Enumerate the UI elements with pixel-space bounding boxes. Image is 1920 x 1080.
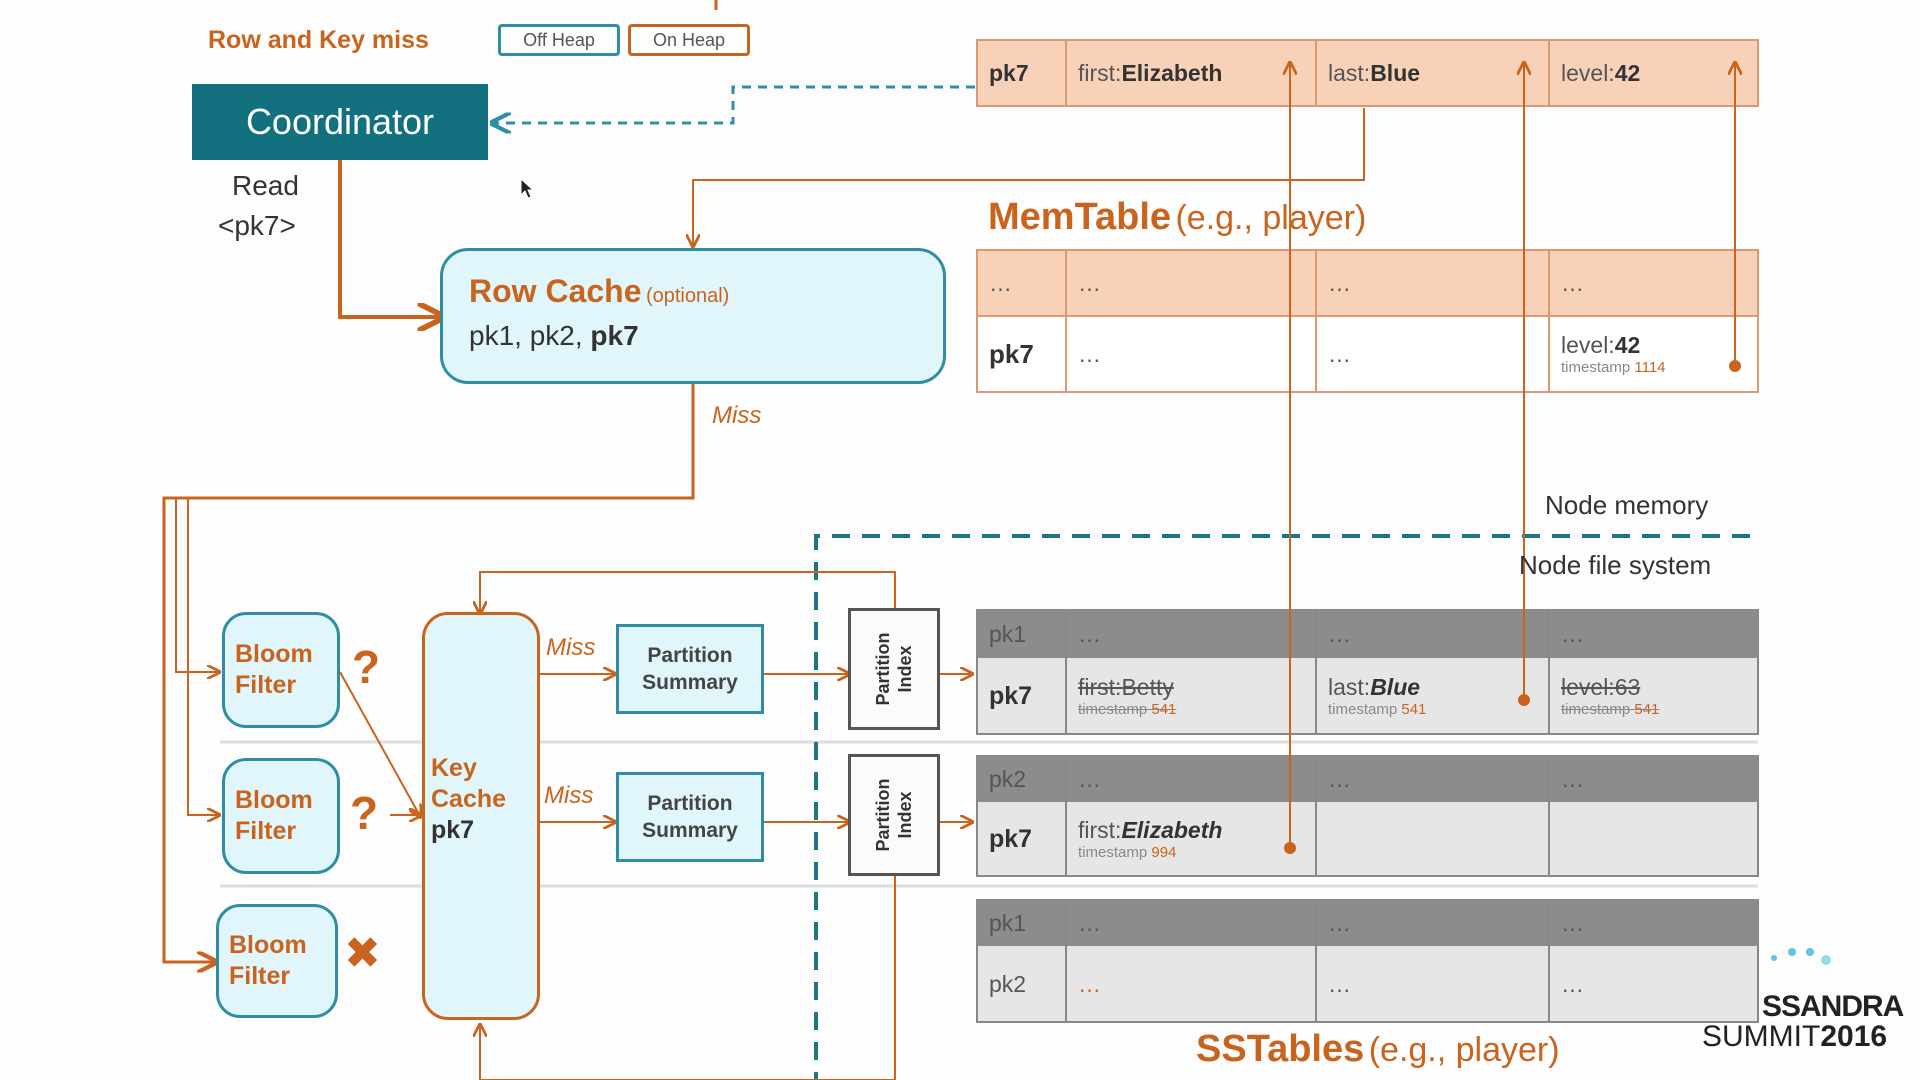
memtable-title: MemTable (e.g., player) xyxy=(988,196,1367,238)
memtable-cell: … xyxy=(1078,269,1101,296)
sstable-1-cell: … xyxy=(1561,620,1584,647)
brand-summit: SUMMIT2016 xyxy=(1702,1020,1888,1053)
row-cache-miss-label: Miss xyxy=(712,402,762,429)
result-to-coordinator-arrow xyxy=(494,85,975,123)
memtable-level-cell: level:42 timestamp 1114 xyxy=(1561,332,1666,376)
memtable-cell: … xyxy=(1078,340,1101,367)
row-cache-optional: (optional) xyxy=(645,285,730,307)
sstable-3-cell: … xyxy=(1078,909,1101,936)
sstable-2-pk7: pk7 xyxy=(989,824,1033,853)
result-first: first:Elizabeth xyxy=(1078,60,1223,86)
off-heap-legend: Off Heap xyxy=(498,24,620,56)
sstable-3-cell: … xyxy=(1328,909,1351,936)
row-cache-keys: pk1, pk2, xyxy=(469,320,583,351)
slide-title: Row and Key miss xyxy=(208,26,429,54)
result-pk: pk7 xyxy=(989,59,1029,86)
result-level: level:42 xyxy=(1561,60,1641,86)
key-cache-miss-label-2: Miss xyxy=(544,782,594,809)
read-label: Read xyxy=(232,170,299,201)
sstable-1-first: first:Betty timestamp 541 xyxy=(1078,674,1177,718)
read-key-label: <pk7> xyxy=(218,210,296,241)
memtable-cell: … xyxy=(1328,269,1351,296)
result-last: last:Blue xyxy=(1328,60,1421,86)
result-row-frame xyxy=(976,39,1759,107)
row-cache-key-hit: pk7 xyxy=(590,320,639,351)
sstable-1-cell: … xyxy=(1328,620,1351,647)
brand-name: SSANDRA xyxy=(1762,990,1904,1023)
node-memory-label: Node memory xyxy=(1545,490,1709,520)
sstable-1-cell: pk1 xyxy=(989,620,1027,647)
memtable-pk7: pk7 xyxy=(989,338,1034,369)
sstable-1-last: last:Blue timestamp 541 xyxy=(1328,674,1427,718)
sstable-3-cell: pk2 xyxy=(989,970,1027,997)
coordinator-box: Coordinator xyxy=(192,84,488,160)
memtable-cell: … xyxy=(1328,340,1351,367)
sstable-3-cell: pk1 xyxy=(989,909,1027,936)
key-cache-box: Key Cache pk7 xyxy=(422,612,540,1020)
key-cache-miss-label-1: Miss xyxy=(546,634,596,661)
sstable-2-cell: … xyxy=(1078,765,1101,792)
sstable-2-cell: … xyxy=(1328,765,1351,792)
sstable-2-cell: … xyxy=(1561,765,1584,792)
row-cache-box: Row Cache (optional) pk1, pk2, pk7 xyxy=(440,248,946,384)
sstable-2-first: first:Elizabeth timestamp 994 xyxy=(1078,817,1223,861)
bloom-filter-3-mark: ✖ xyxy=(344,929,381,978)
mouse-cursor-icon xyxy=(520,178,535,199)
sstable-3-cell: … xyxy=(1328,970,1351,997)
sstable-3-cell: … xyxy=(1561,909,1584,936)
sstable-2-cell: pk2 xyxy=(989,765,1027,792)
sstable-3-cell: … xyxy=(1078,970,1101,997)
sstable-1-cell: … xyxy=(1078,620,1101,647)
on-heap-legend: On Heap xyxy=(628,24,750,56)
sstable-3-cell: … xyxy=(1561,970,1584,997)
bloom-filter-1-mark: ? xyxy=(352,641,381,693)
row-cache-title: Row Cache xyxy=(469,273,642,309)
brand-dots-icon xyxy=(1771,948,1831,965)
memtable-cell: … xyxy=(1561,269,1584,296)
sstables-title: SSTables (e.g., player) xyxy=(1196,1028,1560,1070)
sstable-1-level: level:63 timestamp 541 xyxy=(1561,674,1660,718)
memtable-cell: … xyxy=(989,269,1012,296)
bloom-filter-2-mark: ? xyxy=(350,787,379,839)
sstable-1-pk7: pk7 xyxy=(989,681,1033,710)
memory-boundary xyxy=(814,534,1750,1080)
node-fs-label: Node file system xyxy=(1519,550,1712,580)
